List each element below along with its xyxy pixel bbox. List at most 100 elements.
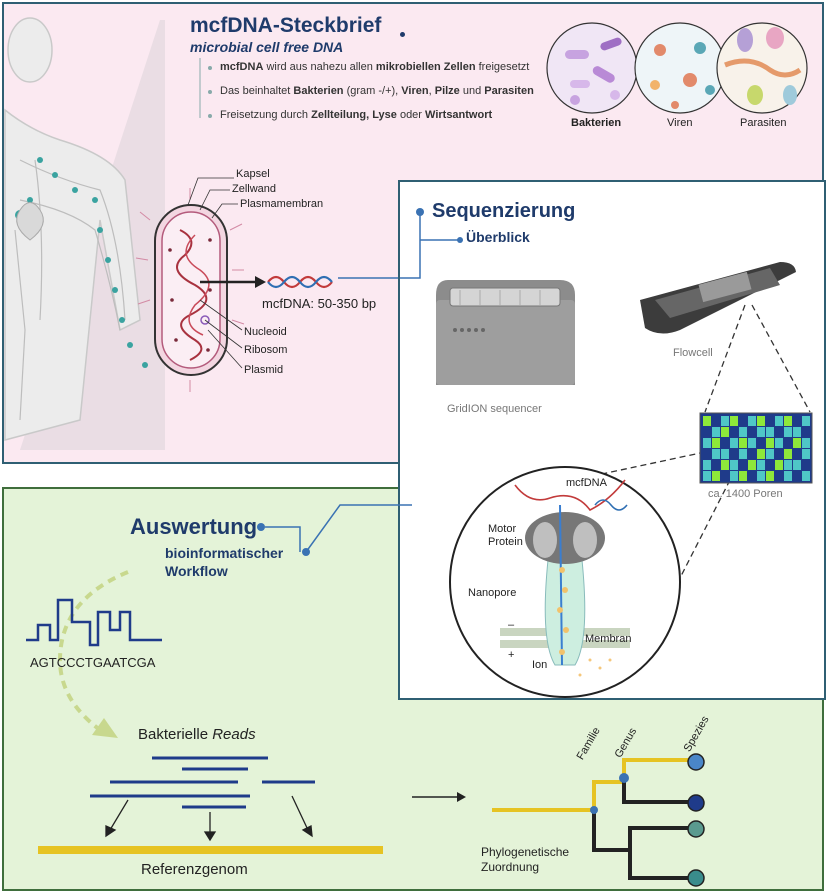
dna-helix-icon: [267, 275, 333, 289]
pore-cell: [775, 471, 783, 481]
pore-cell: [721, 460, 729, 470]
pore-cell: [802, 460, 810, 470]
nanopore-label: Nanopore: [468, 587, 517, 599]
pore-cell: [748, 471, 756, 481]
pore-cell: [739, 449, 747, 459]
pore-cell: [802, 416, 810, 426]
workflow-arrow: [57, 570, 129, 732]
pore-cell: [793, 427, 801, 437]
pore-cell: [703, 460, 711, 470]
pore-cell: [784, 427, 792, 437]
pore-cell: [766, 438, 774, 448]
bullet-1: mcfDNA wird aus nahezu allen mikrobielle…: [220, 61, 530, 73]
flowcell-icon: [640, 262, 796, 334]
flowcell-label: Flowcell: [673, 347, 713, 359]
pore-cell: [712, 438, 720, 448]
nanopore-icon: [500, 479, 630, 677]
steckbrief-title: mcfDNA-Steckbrief: [190, 14, 382, 37]
pore-cell: [748, 438, 756, 448]
species-node-4: [687, 869, 705, 887]
cell-wall-label: Zellwand: [232, 183, 277, 195]
pore-cell: [766, 449, 774, 459]
pore-cell: [802, 438, 810, 448]
pore-cell: [748, 449, 756, 459]
mapping-arrows: [105, 795, 313, 842]
pore-cell: [739, 460, 747, 470]
pore-cell: [775, 449, 783, 459]
pore-cell: [793, 471, 801, 481]
pore-cell: [721, 471, 729, 481]
heart-icon: [16, 202, 44, 241]
pore-cell: [748, 427, 756, 437]
pore-cell: [766, 460, 774, 470]
pore-cell: [712, 449, 720, 459]
species-node-1: [687, 753, 705, 771]
pore-cell: [721, 438, 729, 448]
pore-cell: [793, 460, 801, 470]
plasmid-label: Plasmid: [244, 364, 284, 376]
pore-cell: [712, 460, 720, 470]
pore-cell: [757, 438, 765, 448]
reads-label: Bakterielle Reads: [138, 726, 256, 743]
pore-cell: [757, 416, 765, 426]
sequencing-trace: [26, 598, 162, 647]
pore-cell: [703, 438, 711, 448]
membrane-label: Membran: [585, 633, 632, 645]
pore-cell: [802, 449, 810, 459]
pore-cell: [757, 471, 765, 481]
pore-cell: [739, 471, 747, 481]
nanopore-mcfdna-label: mcfDNA: [566, 477, 607, 489]
pore-cell: [802, 427, 810, 437]
bacteria-label: Bakterien: [571, 117, 622, 129]
species-node-2: [687, 794, 705, 812]
gridion-sequencer-icon: [436, 280, 575, 385]
pore-cell: [703, 471, 711, 481]
dna-sequence: AGTCCCTGAATCGA: [30, 655, 156, 670]
pore-cell: [730, 438, 738, 448]
pore-cell: [748, 416, 756, 426]
pore-cell: [703, 449, 711, 459]
plasma-membrane-label: Plasmamembran: [240, 198, 324, 210]
pore-cell: [757, 449, 765, 459]
pore-cell: [739, 438, 747, 448]
pores-label: ca. 1400 Poren: [708, 488, 783, 500]
sequencing-title: Sequenzierung: [432, 200, 576, 222]
bacterial-reads: [90, 756, 315, 809]
pore-cell: [748, 460, 756, 470]
pore-grid: [699, 412, 813, 484]
gridion-label: GridION sequencer: [447, 403, 542, 415]
bacteria-circle-icon: [546, 22, 638, 114]
capsule-label: Kapsel: [236, 168, 270, 180]
parasite-circle-icon: [716, 22, 808, 114]
bacterium-icon: [135, 188, 245, 392]
pore-cell: [766, 416, 774, 426]
pore-cell: [784, 416, 792, 426]
pore-cell: [757, 460, 765, 470]
pore-cell: [802, 471, 810, 481]
pore-cell: [793, 449, 801, 459]
pore-cell: [730, 471, 738, 481]
pore-cell: [703, 427, 711, 437]
virus-circle-icon: [634, 22, 726, 114]
reference-label: Referenzgenom: [141, 861, 248, 878]
pore-cell: [784, 471, 792, 481]
motor-protein-label: Motor Protein: [488, 523, 523, 548]
ribosome-label: Ribosom: [244, 344, 288, 356]
pore-cell: [766, 471, 774, 481]
pore-cell: [784, 449, 792, 459]
pore-cell: [784, 460, 792, 470]
bullet-3: Freisetzung durch Zellteilung, Lyse oder…: [220, 109, 493, 121]
pore-cell: [766, 427, 774, 437]
pore-cell: [721, 427, 729, 437]
mcfdna-size-label: mcfDNA: 50-350 bp: [262, 296, 377, 311]
steckbrief-subtitle: microbial cell free DNA: [190, 39, 344, 55]
pore-cell: [775, 460, 783, 470]
pore-cell: [712, 471, 720, 481]
viruses-label: Viren: [667, 117, 693, 129]
auswertung-subtitle: bioinformatischer Workflow: [165, 545, 284, 579]
pore-cell: [730, 427, 738, 437]
pore-cell: [730, 449, 738, 459]
auswertung-title: Auswertung: [130, 514, 258, 539]
